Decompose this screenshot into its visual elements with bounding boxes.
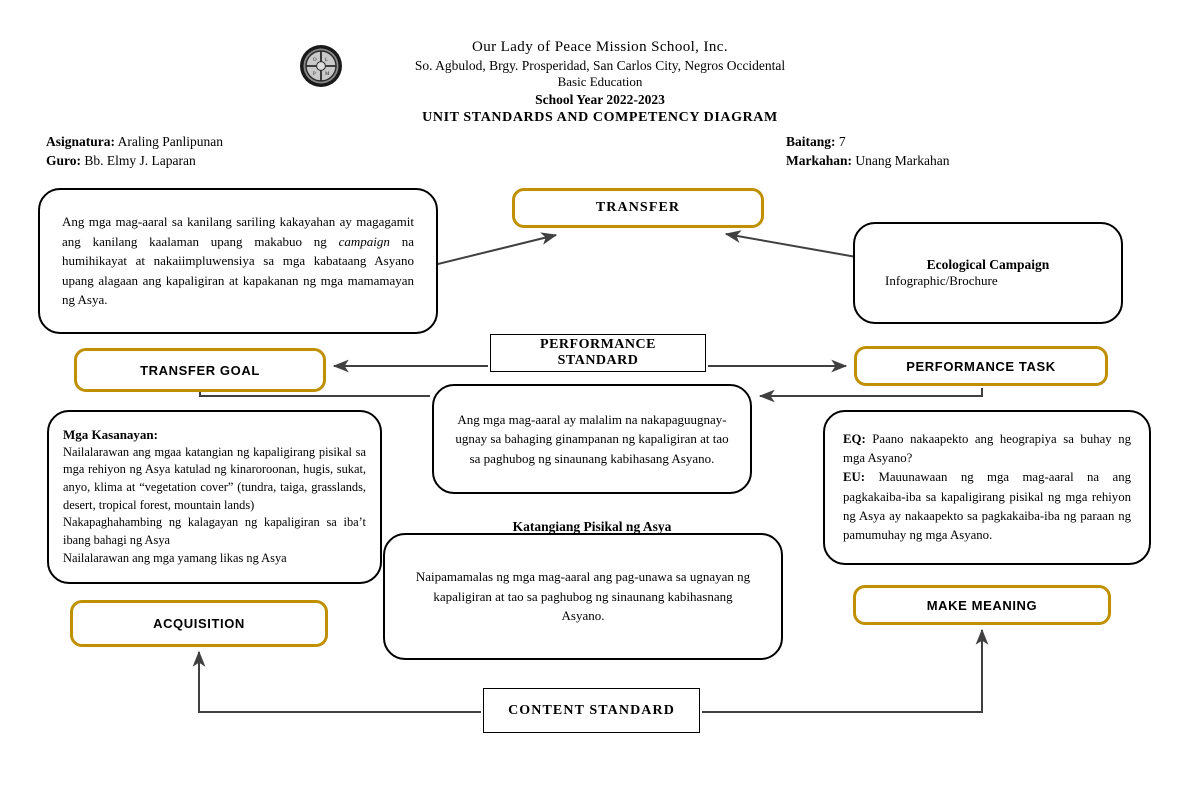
performance-standard-label: PERFORMANCE STANDARD xyxy=(540,337,656,368)
svg-text:P: P xyxy=(313,72,316,77)
svg-text:O: O xyxy=(313,58,317,63)
skills-item: Nailalarawan ang mgaa katangian ng kapal… xyxy=(63,444,366,512)
content-standard-label: CONTENT STANDARD xyxy=(508,702,675,718)
arrow-content-standard-to-acquisition xyxy=(192,650,481,713)
make-meaning-label: MAKE MEANING xyxy=(926,597,1038,613)
svg-text:L: L xyxy=(325,58,328,63)
grade-row: Baitang: 7 xyxy=(786,132,949,151)
transfer-goal-statement-part1: Ang mga mag-aaral sa kanilang sariling k… xyxy=(62,214,414,249)
school-seal-icon: O L P M xyxy=(300,45,342,87)
content-standard-statement-box: Naipamamalas ng mga mag-aaral ang pag-un… xyxy=(383,533,783,660)
topic-caption: Katangiang Pisikal ng Asya xyxy=(512,519,672,534)
transfer-label: TRANSFER xyxy=(595,200,681,215)
enduring-understanding-label: EU: xyxy=(843,470,866,485)
skills-item: Nailalarawan ang mga yamang likas ng Asy… xyxy=(63,550,287,565)
eq-eu-content: EQ: Paano nakaapekto ang heograpiya sa b… xyxy=(825,430,1149,545)
acquisition-label: ACQUISITION xyxy=(153,616,245,631)
transfer-goal-label-box: TRANSFER GOAL xyxy=(74,348,326,392)
subject-value: Araling Panlipunan xyxy=(117,134,224,149)
department-name: Basic Education xyxy=(557,74,643,90)
teacher-label: Guro: xyxy=(46,153,82,169)
teacher-row: Guro: Bb. Elmy J. Laparan xyxy=(46,151,223,170)
performance-product-subtitle: Infographic/Brochure xyxy=(885,273,998,288)
subject-label: Asignatura: xyxy=(46,134,116,149)
acquisition-label-box: ACQUISITION xyxy=(70,600,328,647)
essential-question-text: Paano nakaapekto ang heograpiya sa buhay… xyxy=(843,431,1132,466)
performance-standard-statement-text: Ang mga mag-aaral ay malalim na nakapagu… xyxy=(455,411,729,466)
arrow-product-to-transfer xyxy=(724,230,863,259)
page-title: UNIT STANDARDS AND COMPETENCY DIAGRAM xyxy=(422,110,778,126)
performance-product-title: Ecological Campaign xyxy=(926,257,1050,272)
school-address: So. Agbulod, Brgy. Prosperidad, San Carl… xyxy=(414,58,786,74)
arrow-performance-task-to-ps-statement xyxy=(758,388,983,403)
skills-box: Mga Kasanayan: Nailalarawan ang mgaa kat… xyxy=(47,410,382,584)
grade-value: 7 xyxy=(838,134,846,149)
performance-product-content: Ecological Campaign Infographic/Brochure xyxy=(855,257,1121,289)
content-standard-statement-text: Naipamamalas ng mga mag-aaral ang pag-un… xyxy=(415,569,751,624)
quarter-label: Markahan: xyxy=(786,153,853,169)
transfer-label-box: TRANSFER xyxy=(512,188,764,228)
teacher-value: Bb. Elmy J. Laparan xyxy=(84,153,196,169)
performance-product-box: Ecological Campaign Infographic/Brochure xyxy=(853,222,1123,324)
performance-task-label: PERFORMANCE TASK xyxy=(906,358,1056,374)
subject-row: Asignatura: Araling Panlipunan xyxy=(46,132,223,151)
grade-label: Baitang: xyxy=(786,134,836,149)
performance-task-label-box: PERFORMANCE TASK xyxy=(854,346,1108,386)
svg-text:M: M xyxy=(325,72,330,77)
subject-teacher-meta: Asignatura: Araling Panlipunan Guro: Bb.… xyxy=(46,132,223,170)
transfer-goal-statement-text: Ang mga mag-aaral sa kanilang sariling k… xyxy=(40,212,436,310)
enduring-understanding-text: Mauunawaan ng mga mag-aaral na ang pagka… xyxy=(843,470,1131,542)
content-standard-label-box: CONTENT STANDARD xyxy=(483,688,700,733)
grade-quarter-meta: Baitang: 7 Markahan: Unang Markahan xyxy=(786,132,949,170)
performance-standard-statement-box: Ang mga mag-aaral ay malalim na nakapagu… xyxy=(432,384,752,494)
transfer-goal-statement-emphasis: campaign xyxy=(338,233,390,249)
transfer-goal-statement-box: Ang mga mag-aaral sa kanilang sariling k… xyxy=(38,188,438,334)
transfer-goal-statement-part2: na humihikayat at nakaiimpluwensiya sa m… xyxy=(62,233,414,308)
quarter-value: Unang Markahan xyxy=(855,153,950,169)
skills-item: Nakapaghahambing ng kalagayan ng kapalig… xyxy=(63,515,366,547)
skills-content: Mga Kasanayan: Nailalarawan ang mgaa kat… xyxy=(49,427,380,567)
document-header: Our Lady of Peace Mission School, Inc. S… xyxy=(0,38,1200,127)
school-year: School Year 2022-2023 xyxy=(535,92,665,108)
transfer-goal-label: TRANSFER GOAL xyxy=(140,362,260,378)
skills-heading: Mga Kasanayan: xyxy=(63,426,158,442)
school-name: Our Lady of Peace Mission School, Inc. xyxy=(472,39,728,55)
make-meaning-label-box: MAKE MEANING xyxy=(853,585,1111,625)
quarter-row: Markahan: Unang Markahan xyxy=(786,151,949,170)
performance-standard-label-box: PERFORMANCE STANDARD xyxy=(490,334,706,372)
essential-question-label: EQ: xyxy=(843,431,866,446)
essential-question-understanding-box: EQ: Paano nakaapekto ang heograpiya sa b… xyxy=(823,410,1151,565)
